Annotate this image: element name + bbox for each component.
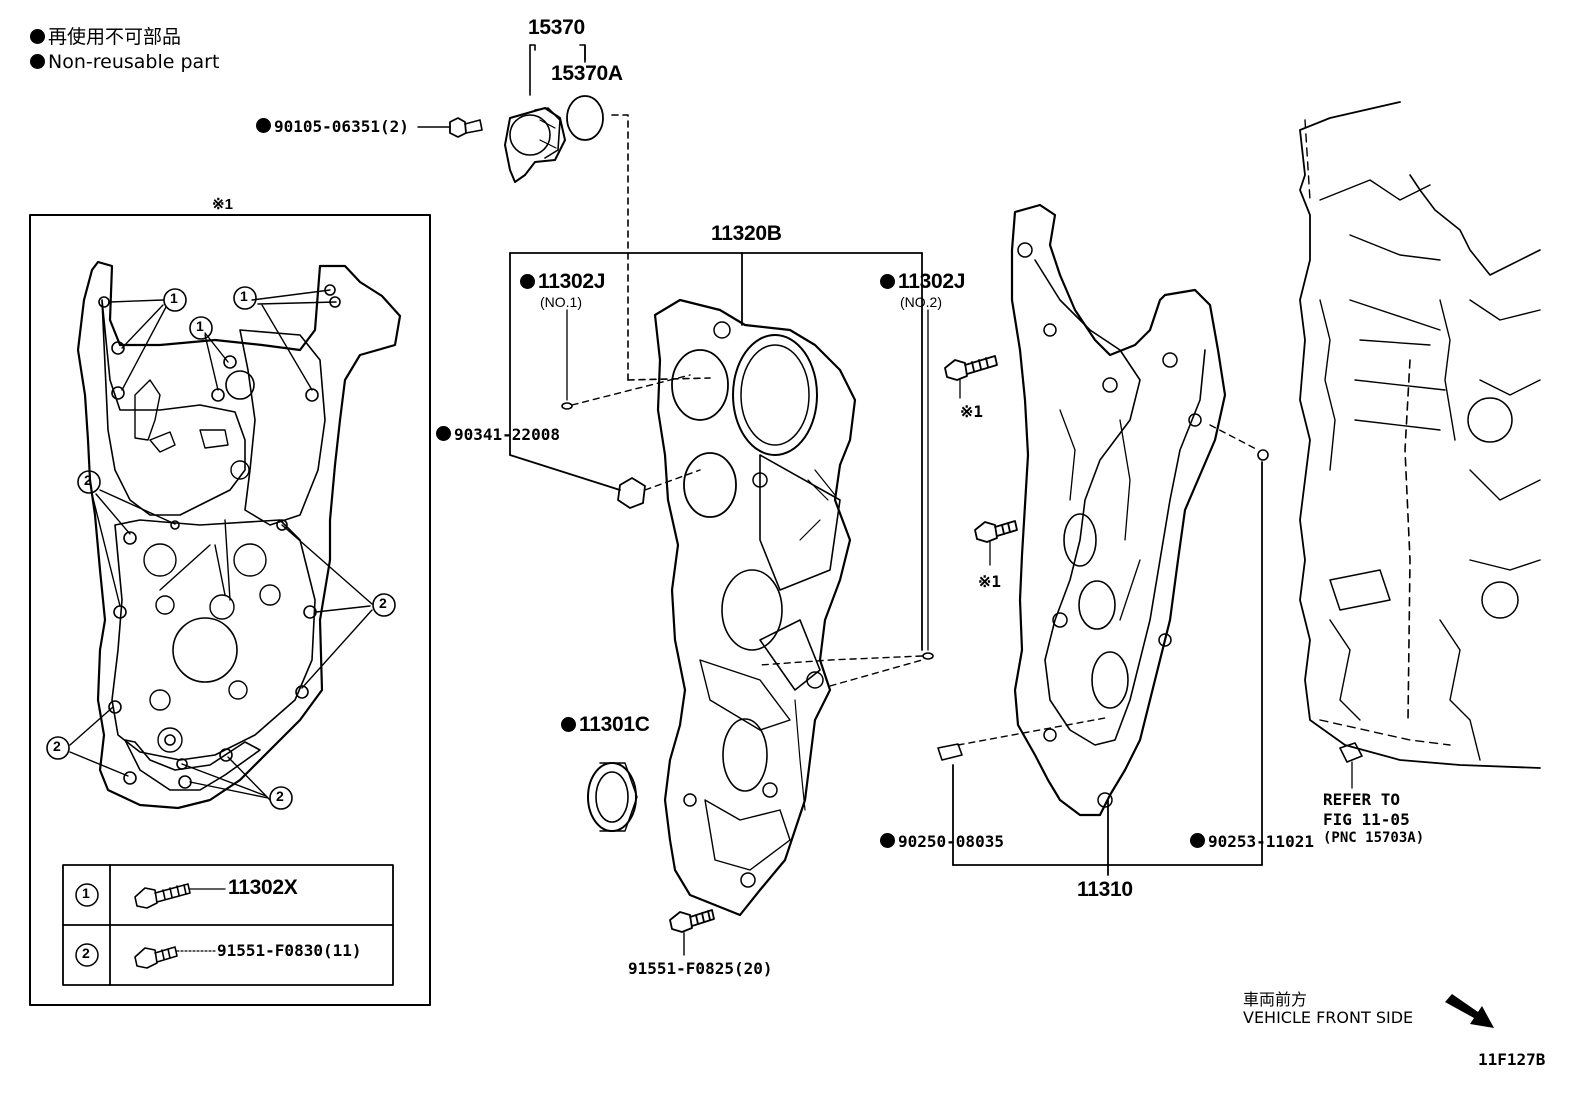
label-15370A: 15370A [551, 62, 623, 85]
callout-2: 2 [276, 788, 284, 804]
gasket-outline [76, 260, 402, 810]
bracket-11310 [952, 461, 1263, 876]
callout-1: 1 [196, 318, 204, 334]
chain-case-drawing [937, 203, 1269, 817]
bracket-11320B [509, 252, 934, 687]
front-side-jp: 車両前方 [1243, 990, 1308, 1009]
note-ref-b: ※1 [978, 572, 1002, 591]
inset-table [62, 864, 394, 986]
bolt-note-b [974, 520, 1018, 566]
bolt-holes-2 [108, 519, 317, 789]
label-90105-06351: 90105-06351(2) [256, 117, 409, 136]
refer-line-1: REFER TO [1323, 790, 1401, 809]
bolt-icon [134, 883, 226, 909]
front-side-en: VEHICLE FRONT SIDE [1243, 1008, 1414, 1027]
non-reusable-icon [1190, 833, 1205, 848]
bullet-icon [30, 29, 45, 44]
non-reusable-icon [561, 717, 576, 732]
table-part-11302X: 11302X [228, 876, 298, 899]
engine-block-drawing [1299, 101, 1541, 789]
label-90253-11021: 90253-11021 [1190, 832, 1314, 851]
label-15370: 15370 [528, 16, 585, 39]
bolt-note-a [944, 355, 998, 399]
table-part-91551-F0830: 91551-F0830(11) [217, 941, 362, 960]
label-11310: 11310 [1077, 878, 1133, 901]
refer-line-3: (PNC 15703A) [1323, 830, 1425, 846]
legend-line-jp: 再使用不可部品 [30, 22, 219, 49]
refer-line-2: FIG 11-05 [1323, 810, 1410, 829]
gasket-inner-upper [101, 299, 246, 516]
non-reusable-icon [880, 833, 895, 848]
non-reusable-icon [520, 274, 535, 289]
bolt-91551-F0825 [669, 909, 715, 956]
non-reusable-icon [256, 118, 271, 133]
inset-title: ※1 [212, 196, 233, 213]
callout-2: 2 [53, 738, 61, 754]
label-90250-08035: 90250-08035 [880, 832, 1004, 851]
front-arrow-icon [1445, 994, 1494, 1028]
label-11302J-no2-sub: (NO.2) [900, 294, 942, 310]
oil-seal-drawing [587, 762, 638, 832]
non-reusable-icon [436, 426, 451, 441]
table-key-1: 1 [82, 885, 90, 901]
label-11301C: 11301C [561, 713, 650, 737]
timing-cover-drawing [653, 298, 857, 917]
callout-circles [46, 286, 396, 810]
non-reusable-icon [880, 274, 895, 289]
gasket-inner-mid [111, 519, 316, 761]
table-key-2: 2 [82, 945, 90, 961]
gasket-inner-upper-r [239, 329, 326, 526]
label-11320B: 11320B [711, 222, 782, 245]
bolt-icon [134, 946, 216, 969]
figure-id: 11F127B [1478, 1050, 1546, 1069]
label-91551-F0825: 91551-F0825(20) [628, 959, 773, 978]
note-ref-a: ※1 [960, 402, 984, 421]
bullet-icon [30, 54, 45, 69]
callout-2: 2 [84, 472, 92, 488]
label-90341-22008: 90341-22008 [436, 425, 560, 444]
inset-panel [29, 214, 431, 1006]
leaders-1 [109, 289, 337, 391]
legend-line-en: Non-reusable part [30, 51, 219, 73]
callout-1: 1 [170, 290, 178, 306]
part-15370-drawing [417, 44, 711, 381]
label-11302J-no2: 11302J [880, 270, 965, 294]
callout-1: 1 [240, 288, 248, 304]
callout-2: 2 [379, 595, 387, 611]
legend: 再使用不可部品 Non-reusable part [30, 22, 219, 73]
label-11302J-no1: 11302J [520, 270, 605, 294]
leaders-2 [69, 489, 373, 801]
label-11302J-no1-sub: (NO.1) [540, 294, 582, 310]
gasket-inner-low [124, 739, 261, 791]
